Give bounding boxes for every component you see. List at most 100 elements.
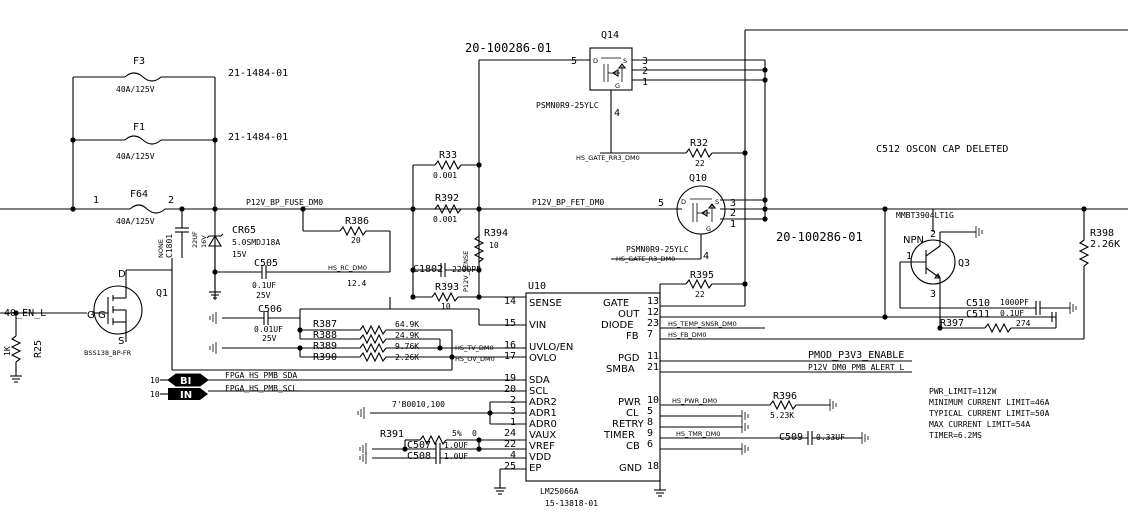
cr65-ref: CR65 bbox=[232, 225, 256, 236]
net-fet: P12V_BP_FET_DM0 bbox=[532, 198, 604, 207]
u10-pin-vin: VIN bbox=[529, 320, 546, 331]
cr65-v: 15V bbox=[232, 250, 247, 259]
u10-pin-vref: VREF bbox=[529, 441, 555, 452]
c1801-dnp: NONE bbox=[157, 239, 165, 258]
c506-v: 25V bbox=[262, 334, 277, 343]
f3-part: 21-1484-01 bbox=[228, 68, 288, 79]
net-pwr: HS_PWR_DM0 bbox=[672, 397, 717, 405]
r396-val: 5.23K bbox=[770, 411, 794, 420]
u10-num-16: 16 bbox=[504, 340, 516, 351]
u10-num-6: 6 bbox=[647, 439, 653, 450]
net-pgd: PMOD_P3V3_ENABLE bbox=[808, 350, 904, 361]
capacitor-c510: C510 1000PF bbox=[966, 298, 1070, 315]
c1801-ref: C1801 bbox=[165, 234, 174, 258]
mosfet-q1: D G G S Q1 BSS138_BP-FR bbox=[84, 269, 168, 357]
c505-val: 0.1UF bbox=[252, 281, 276, 290]
sda-sheet: 10 bbox=[150, 376, 160, 385]
q14-ref: Q14 bbox=[601, 30, 619, 41]
r25-ref: R25 bbox=[33, 340, 44, 358]
r392-val: 0.001 bbox=[433, 215, 457, 224]
u10-pin-cl: CL bbox=[626, 408, 639, 419]
f64-ref: F64 bbox=[130, 189, 148, 200]
limit-notes: PWR_LIMIT=112W MINIMUM CURRENT LIMIT=46A… bbox=[929, 387, 1050, 440]
note-max-current: MAX CURRENT LIMIT=54A bbox=[929, 420, 1030, 429]
f3-rating: 40A/125V bbox=[116, 85, 155, 94]
q3-type: NPN bbox=[903, 235, 924, 246]
u10-pin-gate: GATE bbox=[603, 298, 629, 309]
capacitor-c511: C511 0.1UF bbox=[966, 309, 1057, 322]
c509-ref: C509 bbox=[779, 432, 803, 443]
q1-g: G bbox=[98, 310, 106, 321]
r386-ref: R386 bbox=[345, 216, 369, 227]
r25-val: 1K bbox=[3, 346, 12, 356]
u10-num-9: 9 bbox=[647, 428, 653, 439]
u10-ref: U10 bbox=[528, 281, 546, 292]
capacitor-c1801: NONE C1801 22UF 16V bbox=[157, 209, 208, 258]
net-ov: HS_OV_DM0 bbox=[455, 355, 495, 363]
u10-pin-vaux: VAUX bbox=[529, 430, 556, 441]
u10-num-25: 25 bbox=[504, 461, 516, 472]
mosfet-q14: D S G Q14 20-100286-01 PSMN0R9-25YLC 5 4… bbox=[465, 30, 765, 119]
c511-ref: C511 bbox=[966, 309, 990, 320]
net-scl: FPGA_HS_PMB_SCL bbox=[225, 384, 297, 393]
r395-ref: R395 bbox=[690, 270, 714, 281]
net-addr: 7'B0010,100 bbox=[392, 400, 445, 409]
r389-ref: R389 bbox=[313, 341, 337, 352]
c506-ref: C506 bbox=[258, 304, 282, 315]
q1-ref: Q1 bbox=[156, 288, 168, 299]
u10-pin-sense: SENSE bbox=[529, 298, 562, 309]
u10-pin-ep: EP bbox=[529, 463, 541, 474]
resistor-r32: R32 22 HS_GATE_RR3_DM0 bbox=[576, 122, 745, 168]
c505-v: 25V bbox=[256, 291, 271, 300]
q14-p5: 5 bbox=[571, 56, 577, 67]
f1-rating: 40A/125V bbox=[116, 152, 155, 161]
capacitor-c506: C506 0.01UF 25V bbox=[222, 304, 300, 343]
resistor-r392: R392 0.001 bbox=[433, 193, 462, 224]
c510-ref: C510 bbox=[966, 298, 990, 309]
u10-num-2: 2 bbox=[510, 395, 516, 406]
u10-num-24: 24 bbox=[504, 428, 516, 439]
u10-pin-cb: CB bbox=[626, 441, 640, 452]
u10-pin-vdd: VDD bbox=[529, 452, 552, 463]
f64-pin2: 2 bbox=[168, 195, 174, 206]
c507-ref: C507 bbox=[407, 440, 431, 451]
q14-p4: 4 bbox=[614, 108, 620, 119]
resistor-r394: R394 10 P12V_SENSE bbox=[462, 228, 508, 292]
net-tmr: HS_TMR_DM0 bbox=[676, 430, 720, 438]
net-temp: HS_TEMP_SNSR_DM0 bbox=[668, 320, 737, 328]
u10-pin-fb: FB bbox=[626, 331, 639, 342]
u10-num-23: 23 bbox=[647, 318, 659, 329]
r388-ref: R388 bbox=[313, 330, 337, 341]
f3-ref: F3 bbox=[133, 56, 145, 67]
resistor-r396: R396 5.23K bbox=[769, 391, 830, 420]
r390-ref: R390 bbox=[313, 352, 337, 363]
u10-num-5: 5 bbox=[647, 406, 653, 417]
q3-p2: 2 bbox=[930, 229, 936, 240]
u10-num-21: 21 bbox=[647, 362, 659, 373]
u10-pin-adr1: ADR1 bbox=[529, 408, 557, 419]
note-timer: TIMER=6.2MS bbox=[929, 431, 982, 440]
c508-val: 1.0UF bbox=[444, 452, 468, 461]
q1-s: S bbox=[118, 336, 124, 347]
q3-p3: 3 bbox=[930, 289, 936, 300]
f1-part: 21-1484-01 bbox=[228, 132, 288, 143]
r387-ref: R387 bbox=[313, 319, 337, 330]
q14-model: PSMN0R9-25YLC bbox=[536, 101, 599, 110]
ic-u10: U10 LM25066A 15-13818-01 SENSE VIN UVLO/… bbox=[504, 281, 661, 508]
c511-val: 0.1UF bbox=[1000, 309, 1024, 318]
c506-val: 0.01UF bbox=[254, 325, 283, 334]
f64-rating: 40A/125V bbox=[116, 217, 155, 226]
u10-part: LM25066A bbox=[540, 487, 579, 496]
u10-num-8: 8 bbox=[647, 417, 653, 428]
u10-num-20: 20 bbox=[504, 384, 516, 395]
capacitor-c509: C509 0.33UF bbox=[779, 431, 862, 445]
q1-g2: G bbox=[87, 310, 95, 321]
resistor-r395: R395 22 bbox=[660, 270, 745, 299]
u10-pin-gnd: GND bbox=[619, 463, 642, 474]
c510-val: 1000PF bbox=[1000, 298, 1029, 307]
f64-pin1: 1 bbox=[93, 195, 99, 206]
fuse-f1: F1 40A/125V 21-1484-01 bbox=[73, 122, 288, 161]
r397-val: 274 bbox=[1016, 319, 1031, 328]
c507-val: 1.0UF bbox=[444, 441, 468, 450]
